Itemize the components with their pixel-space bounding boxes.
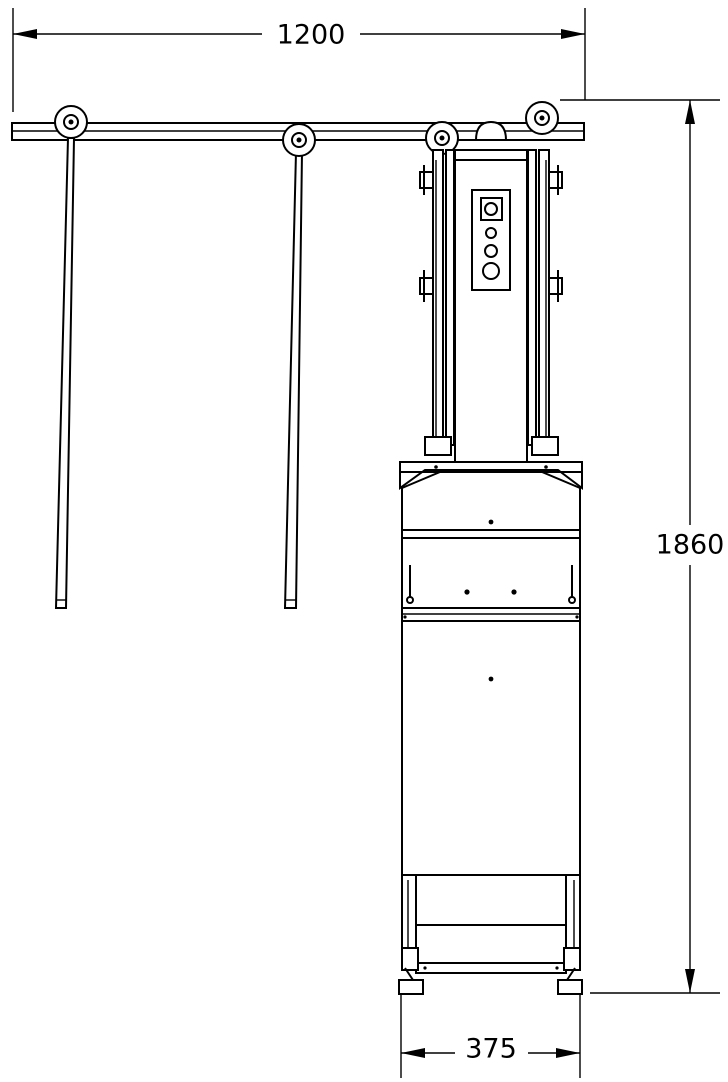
pulley-2 — [282, 123, 316, 157]
base-arrow-right — [556, 1048, 580, 1058]
caster-right — [557, 947, 583, 995]
hanging-strap-left — [54, 137, 76, 609]
mast-foot-right — [531, 436, 559, 456]
control-panel — [471, 189, 511, 291]
base-arrow-left — [401, 1048, 425, 1058]
base-middle-band — [401, 607, 581, 622]
mast-foot-left — [424, 436, 452, 456]
width-dimension: 1200 — [12, 8, 586, 112]
height-dimension: 1860 — [560, 99, 725, 994]
mast-bracket-upper-left — [419, 165, 434, 195]
mast-bracket-mid-right — [548, 270, 563, 302]
height-label: 1860 — [656, 530, 725, 561]
mast-bracket-upper-right — [548, 165, 563, 195]
panel-button-1 — [485, 227, 497, 239]
base-width-dimension: 375 — [400, 995, 581, 1078]
panel-button-2 — [484, 244, 498, 258]
caster-left — [398, 947, 424, 995]
base-shoulder — [399, 469, 583, 531]
width-arrow-left — [13, 29, 37, 39]
base-upper-panel — [401, 537, 581, 609]
base-leg-frame — [401, 874, 581, 974]
panel-button-3 — [482, 262, 500, 280]
mast-right-columns — [527, 149, 550, 446]
mast-left-columns — [432, 149, 455, 446]
mast-bracket-mid-left — [419, 270, 434, 302]
power-icon — [484, 202, 498, 216]
pulley-3 — [425, 121, 459, 155]
motor-cap — [474, 120, 508, 141]
central-column — [454, 120, 528, 463]
base-width-label: 375 — [465, 1034, 517, 1065]
pulley-4 — [525, 101, 559, 135]
width-label: 1200 — [277, 20, 346, 51]
base-main-body — [401, 620, 581, 876]
base-upper-band — [401, 529, 581, 539]
hanging-strap-middle — [283, 151, 304, 609]
height-arrow-bottom — [685, 969, 695, 993]
width-arrow-right — [561, 29, 585, 39]
pulley-1 — [54, 105, 88, 139]
height-arrow-top — [685, 100, 695, 124]
